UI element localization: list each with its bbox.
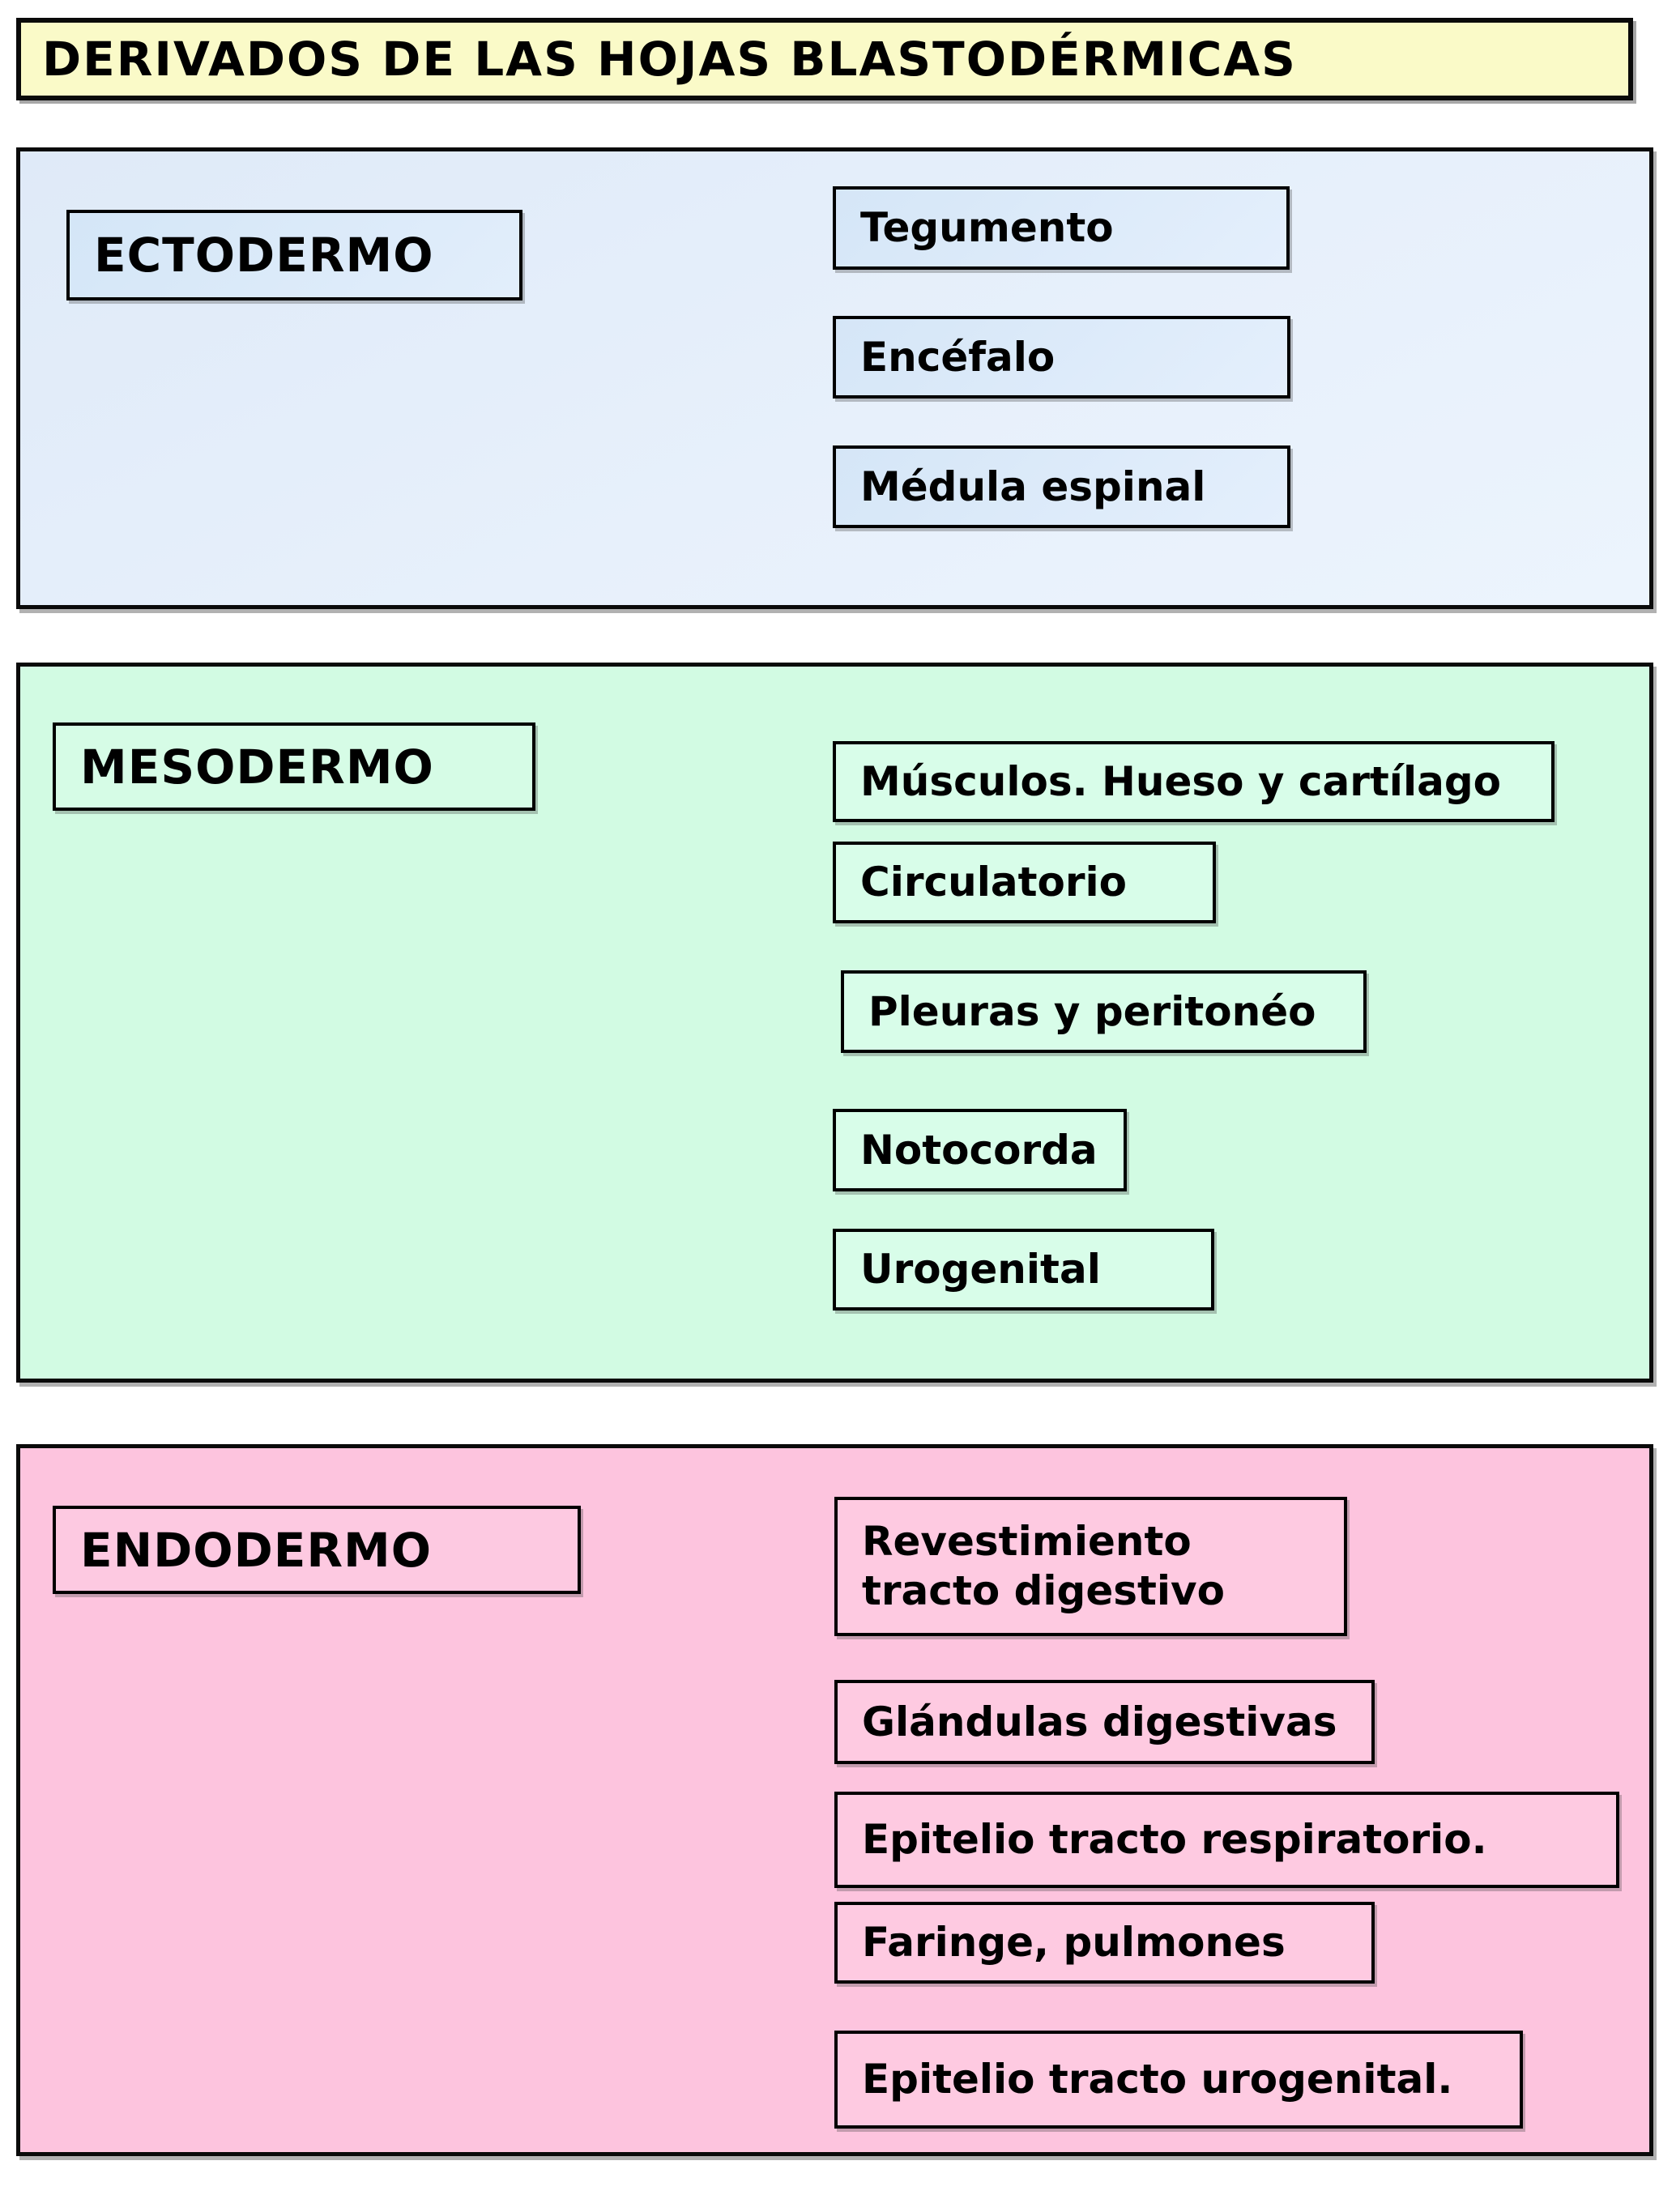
item-medula-espinal: Médula espinal (833, 445, 1290, 528)
ectodermo-label-box: ECTODERMO (66, 210, 522, 300)
item-tegumento: Tegumento (833, 186, 1290, 270)
item-urogenital: Urogenital (833, 1229, 1214, 1311)
item-encefalo: Encéfalo (833, 316, 1290, 399)
title-bar: DERIVADOS DE LAS HOJAS BLASTODÉRMICAS (16, 18, 1633, 100)
item-epitelio-tracto-respiratorio: Epitelio tracto respiratorio. (834, 1792, 1619, 1888)
mesodermo-label: MESODERMO (80, 739, 434, 795)
item-pleuras-peritoneo: Pleuras y peritonéo (841, 970, 1367, 1053)
item-notocorda: Notocorda (833, 1109, 1127, 1191)
page-title: DERIVADOS DE LAS HOJAS BLASTODÉRMICAS (42, 32, 1297, 87)
item-faringe-pulmones: Faringe, pulmones (834, 1902, 1375, 1984)
item-epitelio-tracto-urogenital: Epitelio tracto urogenital. (834, 2031, 1523, 2129)
endodermo-label-box: ENDODERMO (53, 1506, 581, 1594)
endodermo-label: ENDODERMO (80, 1522, 433, 1578)
item-glandulas-digestivas: Glándulas digestivas (834, 1680, 1375, 1764)
endodermo-section: ENDODERMO Revestimiento tracto digestivo… (16, 1444, 1653, 2156)
item-circulatorio: Circulatorio (833, 842, 1216, 923)
ectodermo-label: ECTODERMO (94, 228, 434, 283)
mesodermo-label-box: MESODERMO (53, 722, 535, 811)
mesodermo-section: MESODERMO Músculos. Hueso y cartílago Ci… (16, 663, 1653, 1383)
item-revestimiento-tracto-digestivo: Revestimiento tracto digestivo (834, 1497, 1347, 1636)
ectodermo-section: ECTODERMO Tegumento Encéfalo Médula espi… (16, 147, 1653, 609)
item-musculos-hueso-cartilago: Músculos. Hueso y cartílago (833, 741, 1555, 822)
